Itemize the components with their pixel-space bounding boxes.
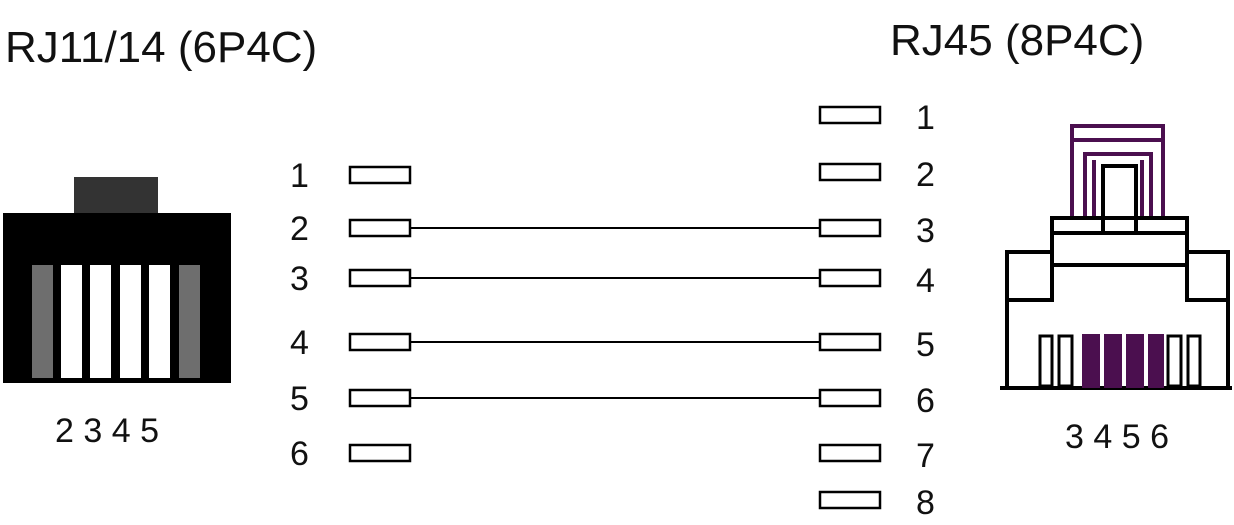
right-pin-4 [818, 268, 882, 288]
right-pin-label: 3 [916, 212, 935, 250]
left-pin-3 [348, 268, 412, 288]
right-pin-label: 1 [916, 99, 935, 137]
right-pin-5 [818, 332, 882, 352]
left-connector-title: RJ11/14 (6P4C) [5, 23, 317, 72]
right-pin-2 [818, 162, 882, 182]
right-connector-title: RJ45 (8P4C) [890, 16, 1144, 65]
left-pin-label: 5 [290, 380, 309, 418]
left-pin-5 [348, 388, 412, 408]
left-pin-6 [348, 443, 412, 463]
left-pin-2 [348, 218, 412, 238]
left-pin-list: 1 2 3 4 5 6 [290, 157, 412, 473]
left-pin-1 [348, 165, 412, 185]
left-pin-label: 1 [290, 157, 309, 195]
left-pin-label: 2 [290, 210, 309, 248]
rj45-connector-icon [1000, 124, 1232, 390]
right-pin-1 [818, 105, 882, 125]
left-pin-label: 4 [290, 324, 309, 362]
right-pin-8 [818, 490, 882, 510]
right-pin-label: 4 [916, 262, 935, 300]
right-pin-label: 2 [916, 156, 935, 194]
left-pin-label: 6 [290, 435, 309, 473]
rj11-connector-icon [3, 177, 231, 383]
right-pin-label: 7 [916, 437, 935, 475]
right-pin-6 [818, 388, 882, 408]
right-pin-list: 1 2 3 4 5 6 7 8 [818, 99, 935, 522]
left-contact-caption: 2 3 4 5 [55, 412, 159, 450]
right-pin-label: 8 [916, 484, 935, 522]
right-pin-label: 6 [916, 382, 935, 420]
right-pin-7 [818, 443, 882, 463]
wire-list [410, 227, 820, 399]
left-pin-4 [348, 332, 412, 352]
left-pin-label: 3 [290, 260, 309, 298]
right-pin-label: 5 [916, 326, 935, 364]
right-pin-3 [818, 218, 882, 238]
right-contact-caption: 3 4 5 6 [1065, 418, 1169, 456]
